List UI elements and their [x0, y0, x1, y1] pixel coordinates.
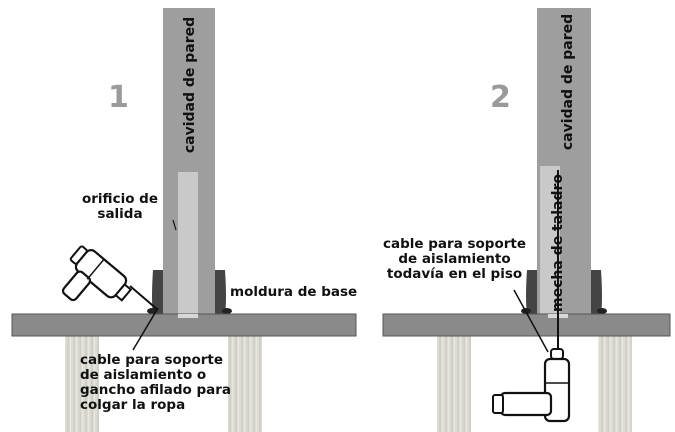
floor-joist-right	[228, 336, 262, 432]
wall-cavity-label: cavidad de pared	[182, 16, 198, 154]
floor-joist-right	[598, 336, 632, 432]
panel-2	[382, 8, 671, 432]
floor-joist-left	[65, 336, 99, 432]
wall-cavity-inner	[178, 172, 198, 314]
baseboard-left	[152, 270, 163, 314]
floor-joist-left	[437, 336, 471, 432]
step-number-1: 1	[108, 80, 129, 115]
wall-cavity-inner	[540, 166, 560, 314]
exit-hole-label: orificio de salida	[82, 191, 158, 222]
step-number-2: 2	[490, 80, 511, 115]
baseboard-right	[215, 270, 226, 314]
cable-label: cable para soporte de aislamiento o ganc…	[80, 352, 232, 413]
drill-icon	[492, 348, 571, 423]
drill-bit-label: mecha de taladro	[550, 174, 566, 312]
wall-cavity-label: cavidad de pared	[560, 13, 576, 151]
baseboard-label: moldura de base	[230, 284, 358, 300]
cable-label: cable para soporte de aislamiento todaví…	[383, 236, 527, 282]
floor-board	[382, 313, 671, 337]
baseboard-right	[591, 270, 602, 314]
drill-icon	[61, 245, 133, 302]
baseboard-left	[526, 270, 537, 314]
panel-1	[11, 8, 357, 432]
